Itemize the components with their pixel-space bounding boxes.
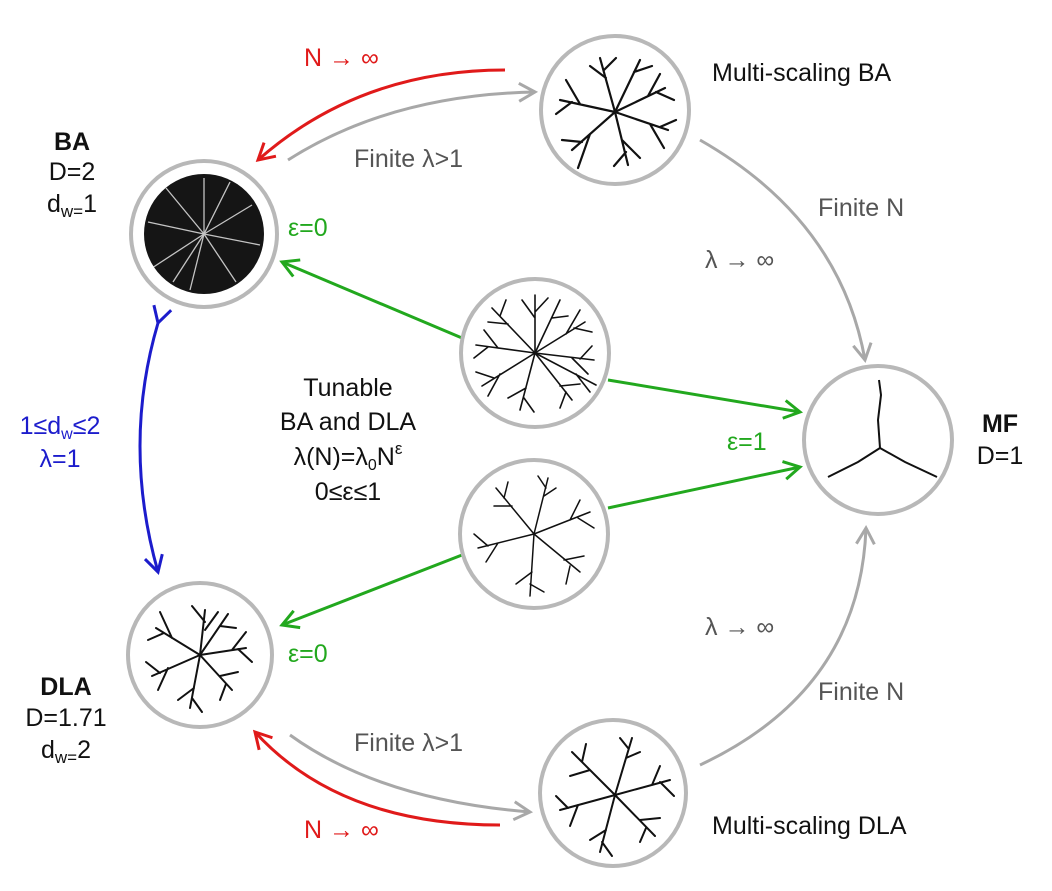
node-ms-dla bbox=[538, 718, 688, 868]
arrow-ba-dla-double bbox=[138, 304, 173, 575]
center-line-2: BA and DLA bbox=[280, 408, 417, 436]
label-lambda-inf-top: λ → ∞ bbox=[705, 246, 774, 274]
arrow-ba-to-msba bbox=[287, 82, 539, 162]
label-lambda-one: λ=1 bbox=[39, 445, 80, 473]
arrow-dla-to-msdla bbox=[289, 733, 534, 822]
ba-title: BA bbox=[54, 128, 90, 156]
multiscaling-ba-icon bbox=[554, 56, 678, 170]
node-ms-ba bbox=[539, 34, 691, 186]
center-line-1: Tunable bbox=[303, 374, 392, 402]
label-n-inf-top: N → ∞ bbox=[304, 44, 379, 72]
arrow-tundla-to-dla bbox=[279, 553, 463, 630]
arrow-msdla-to-mf bbox=[699, 524, 876, 767]
label-finite-lambda-bottom: Finite λ>1 bbox=[354, 729, 463, 757]
tunable-ba-icon bbox=[473, 294, 597, 413]
ba-cluster-icon bbox=[144, 174, 264, 294]
dla-cluster-icon bbox=[145, 605, 253, 713]
node-tunable-dla bbox=[458, 458, 610, 610]
center-line-4: 0≤ε≤1 bbox=[315, 478, 381, 506]
node-ba bbox=[129, 159, 279, 309]
mf-title: MF bbox=[982, 410, 1018, 438]
label-finite-lambda-top: Finite λ>1 bbox=[354, 145, 463, 173]
mean-field-icon bbox=[827, 379, 938, 478]
label-eps0-top: ε=0 bbox=[288, 214, 328, 242]
ba-dimension: D=2 bbox=[49, 158, 96, 186]
label-lambda-inf-bottom: λ → ∞ bbox=[705, 613, 774, 641]
label-eps1: ε=1 bbox=[727, 428, 767, 456]
label-n-inf-bottom: N → ∞ bbox=[304, 816, 379, 844]
tunable-dla-icon bbox=[473, 475, 595, 597]
label-finite-n-bottom: Finite N bbox=[818, 678, 904, 706]
multiscaling-dla-icon bbox=[555, 737, 675, 857]
center-line-3: λ(N)=λ0Nε bbox=[294, 439, 403, 474]
dla-title: DLA bbox=[40, 673, 91, 701]
label-finite-n-top: Finite N bbox=[818, 194, 904, 222]
arrow-tundla-to-mf bbox=[607, 460, 803, 510]
node-mf bbox=[802, 364, 954, 516]
ba-walk-dimension: dw=1 bbox=[47, 190, 97, 221]
arrow-tunba-to-mf bbox=[607, 378, 804, 420]
ms-ba-title: Multi-scaling BA bbox=[712, 59, 892, 87]
arrow-msba-to-mf bbox=[699, 138, 873, 364]
arrow-msba-to-ba bbox=[255, 68, 506, 163]
node-tunable-ba bbox=[459, 277, 611, 429]
node-dla bbox=[126, 581, 274, 729]
mf-dimension: D=1 bbox=[977, 442, 1024, 470]
arrow-tunba-to-ba bbox=[279, 258, 463, 340]
label-dw-range: 1≤dw≤2 bbox=[20, 412, 101, 443]
dla-dimension: D=1.71 bbox=[25, 704, 106, 732]
ms-dla-title: Multi-scaling DLA bbox=[712, 812, 907, 840]
arrow-msdla-to-dla bbox=[252, 729, 501, 827]
dla-walk-dimension: dw=2 bbox=[41, 736, 91, 767]
label-eps0-bottom: ε=0 bbox=[288, 640, 328, 668]
